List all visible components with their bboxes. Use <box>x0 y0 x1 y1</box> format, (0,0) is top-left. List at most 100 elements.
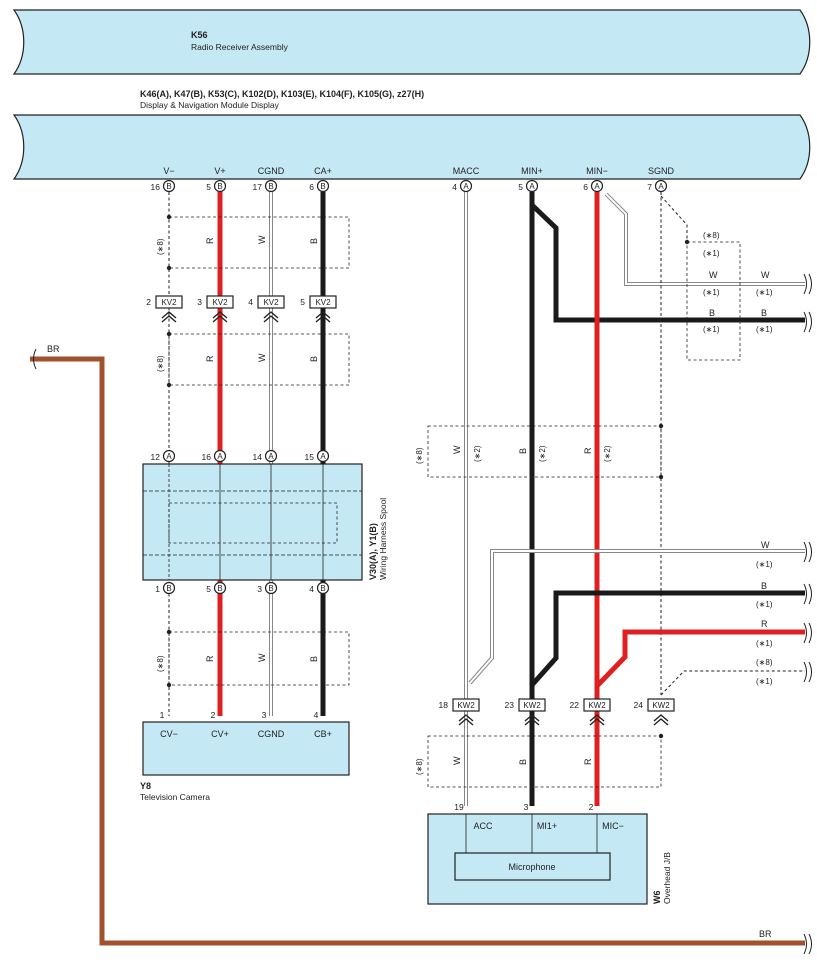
svg-text:W: W <box>452 445 462 454</box>
svg-text:5: 5 <box>206 584 211 594</box>
svg-text:(∗8): (∗8) <box>415 758 424 775</box>
svg-text:A: A <box>529 182 535 191</box>
spool-top-pins: 12 A 16 A 14 A 15 A <box>151 449 330 463</box>
wire-min-plus-branch <box>530 203 805 323</box>
svg-text:MIC−: MIC− <box>602 821 624 831</box>
display-code: K46(A), K47(B), K53(C), K102(D), K103(E)… <box>140 89 424 99</box>
svg-text:SGND: SGND <box>648 166 675 176</box>
kw2-pin-18: 18 KW2 <box>439 698 480 726</box>
svg-text:KV2: KV2 <box>263 298 279 307</box>
wire-min-minus-white-branch <box>604 192 805 286</box>
svg-text:(∗1): (∗1) <box>703 325 720 334</box>
kw2-connectors: 18 KW2 23 KW2 22 KW2 24 KW2 <box>439 698 675 726</box>
svg-text:KW2: KW2 <box>588 701 606 710</box>
kv2-pin-4: 4 KV2 <box>248 295 285 323</box>
kw2-pin-22: 22 KW2 <box>570 698 611 726</box>
svg-text:KV2: KV2 <box>212 298 228 307</box>
overhead-code: W6 <box>652 891 662 905</box>
svg-text:MIN−: MIN− <box>586 166 608 176</box>
svg-text:B: B <box>709 308 715 318</box>
svg-text:MI1+: MI1+ <box>537 821 557 831</box>
terminal-v-plus: V+ 5 B <box>206 166 227 193</box>
svg-text:B: B <box>518 448 528 454</box>
svg-text:B: B <box>166 182 171 191</box>
svg-text:(∗8): (∗8) <box>703 231 720 240</box>
svg-text:16: 16 <box>151 182 161 192</box>
svg-text:W: W <box>761 540 770 550</box>
svg-text:W: W <box>761 270 770 280</box>
svg-text:7: 7 <box>647 182 652 192</box>
svg-text:14: 14 <box>253 452 263 462</box>
camera-code: Y8 <box>140 781 151 791</box>
svg-text:1: 1 <box>160 710 165 720</box>
wire-br <box>30 356 805 946</box>
svg-text:B: B <box>320 182 325 191</box>
kw2-pin-24: 24 KW2 <box>634 698 675 726</box>
svg-text:A: A <box>217 452 223 461</box>
svg-text:CB+: CB+ <box>314 729 332 739</box>
terminal-ca-plus: CA+ 6 B <box>309 166 332 193</box>
notes: (∗8) (∗8) (∗8) (∗8) (∗8) (∗8) (∗2) (∗2) … <box>156 231 773 775</box>
spool-name: Wiring Harness Spool <box>378 498 388 580</box>
wire-w-lower-branch <box>468 549 805 685</box>
wire-r-lower-branch <box>595 629 805 688</box>
wire-sgnd-top-branch <box>660 195 688 242</box>
terminal-macc: MACC 4 A <box>452 166 480 193</box>
svg-text:B: B <box>268 584 273 593</box>
svg-text:MIN+: MIN+ <box>521 166 543 176</box>
camera-name: Television Camera <box>140 792 210 802</box>
display-name: Display & Navigation Module Display <box>140 100 280 110</box>
svg-text:W: W <box>257 235 267 244</box>
svg-text:4: 4 <box>309 584 314 594</box>
svg-text:6: 6 <box>309 182 314 192</box>
terminal-v-minus: V− 16 B <box>151 166 176 193</box>
svg-text:4: 4 <box>248 297 253 307</box>
wire-dashed-lower-branch <box>660 670 805 696</box>
svg-text:A: A <box>166 452 172 461</box>
svg-text:R: R <box>205 355 215 362</box>
svg-text:15: 15 <box>305 452 315 462</box>
svg-text:2: 2 <box>589 802 594 812</box>
svg-text:(∗8): (∗8) <box>156 238 165 255</box>
kw2-pin-23: 23 KW2 <box>505 698 546 726</box>
svg-text:B: B <box>761 581 767 591</box>
svg-text:(∗8): (∗8) <box>156 355 165 372</box>
svg-text:R: R <box>205 237 215 244</box>
svg-text:KV2: KV2 <box>315 298 331 307</box>
svg-text:6: 6 <box>583 182 588 192</box>
svg-text:B: B <box>268 182 273 191</box>
svg-text:3: 3 <box>197 297 202 307</box>
svg-text:A: A <box>658 182 664 191</box>
svg-text:(∗1): (∗1) <box>756 288 773 297</box>
spool-code: V30(A), Y1(B) <box>368 523 378 580</box>
svg-text:CGND: CGND <box>258 729 285 739</box>
svg-text:(∗1): (∗1) <box>756 639 773 648</box>
svg-text:(∗2): (∗2) <box>603 445 612 462</box>
svg-text:(∗8): (∗8) <box>415 447 424 464</box>
wiring-harness-spool: V30(A), Y1(B) Wiring Harness Spool <box>142 463 388 581</box>
television-camera: 1 2 3 4 CV− CV+ CGND CB+ Y8 Television C… <box>140 710 350 802</box>
svg-text:A: A <box>320 452 326 461</box>
svg-text:R: R <box>761 619 768 629</box>
svg-text:(∗1): (∗1) <box>703 249 720 258</box>
svg-text:W: W <box>452 756 462 765</box>
svg-text:(∗8): (∗8) <box>756 658 773 667</box>
svg-text:MACC: MACC <box>453 166 480 176</box>
svg-text:CA+: CA+ <box>314 166 332 176</box>
kv2-pin-5: 5 KV2 <box>300 295 337 323</box>
wire-break-symbols <box>33 273 812 955</box>
br-label-right: BR <box>759 929 772 939</box>
radio-receiver-assembly: K56 Radio Receiver Assembly <box>12 9 811 75</box>
svg-text:CV+: CV+ <box>211 729 229 739</box>
svg-text:23: 23 <box>505 700 515 710</box>
kv2-pin-3: 3 KV2 <box>197 295 234 323</box>
svg-text:V−: V− <box>163 166 174 176</box>
k56-name: Radio Receiver Assembly <box>191 42 289 52</box>
svg-text:(∗1): (∗1) <box>756 560 773 569</box>
svg-text:KW2: KW2 <box>523 701 541 710</box>
svg-text:B: B <box>518 759 528 765</box>
terminal-sgnd: SGND 7 A <box>647 166 675 193</box>
terminal-cgnd: CGND 17 B <box>253 166 285 193</box>
svg-text:5: 5 <box>300 297 305 307</box>
